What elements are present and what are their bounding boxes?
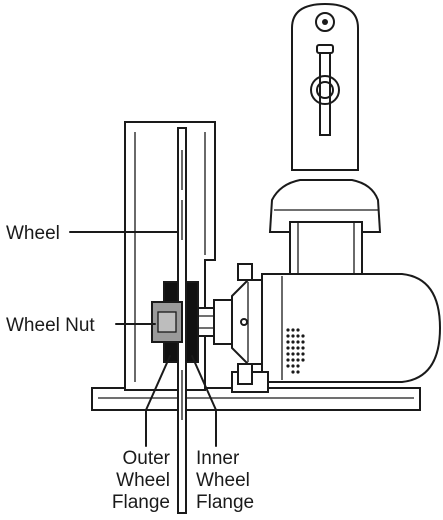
spindle-assembly <box>195 263 263 385</box>
svg-text:Flange: Flange <box>196 492 254 513</box>
svg-text:Flange: Flange <box>112 492 170 513</box>
svg-text:Outer: Outer <box>122 448 170 469</box>
top-handle <box>291 2 359 171</box>
leader-inner-flange <box>191 355 217 447</box>
vent-holes <box>286 328 305 374</box>
label-wheel-nut: Wheel Nut <box>6 315 95 336</box>
svg-text:Wheel: Wheel <box>116 470 170 491</box>
motor-neck <box>268 179 382 275</box>
leader-lines <box>69 231 217 447</box>
inner-wheel-flange <box>185 281 199 363</box>
label-wheel: Wheel <box>6 223 60 244</box>
base-plate <box>91 371 421 411</box>
wheel-nut <box>151 301 183 343</box>
label-inner-wheel-flange: Inner Wheel Flange <box>196 448 254 513</box>
label-outer-wheel-flange: Outer Wheel Flange <box>112 448 171 513</box>
svg-text:Wheel: Wheel <box>196 470 250 491</box>
svg-text:Inner: Inner <box>196 448 240 469</box>
motor-body <box>261 273 442 383</box>
leader-outer-flange <box>145 355 171 447</box>
